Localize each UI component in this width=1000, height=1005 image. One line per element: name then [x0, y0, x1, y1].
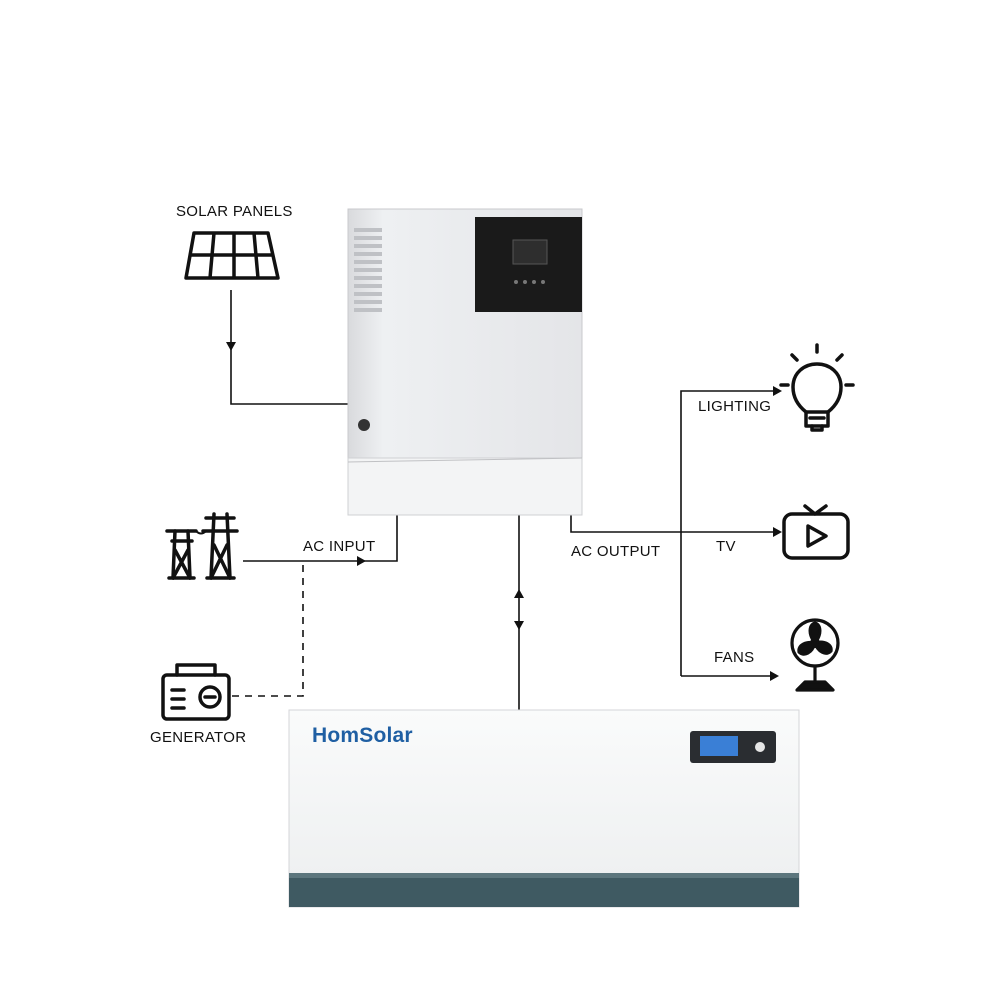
loads-bus-line: [680, 390, 775, 676]
lighting-arrow: [773, 386, 782, 396]
label-tv: TV: [716, 538, 736, 555]
inverter-vents: [354, 228, 382, 312]
solar-line: [230, 290, 348, 405]
battery-stripe: [289, 873, 799, 907]
ac-input-line: [243, 510, 398, 562]
battery-arrow-down: [514, 621, 524, 630]
battery-power-button: [755, 742, 765, 752]
tv-arrow: [773, 527, 782, 537]
battery-unit: [288, 709, 800, 908]
label-solar-panels: SOLAR PANELS: [176, 203, 293, 220]
label-ac-output: AC OUTPUT: [571, 543, 661, 560]
power-tower-icon: [165, 512, 239, 580]
generator-line: [232, 561, 304, 697]
inverter-lcd: [512, 239, 548, 265]
ac-input-arrow: [357, 556, 366, 566]
label-ac-input: AC INPUT: [303, 538, 376, 555]
inverter-switch: [358, 419, 370, 431]
fans-arrow: [770, 671, 779, 681]
fan-icon: [790, 618, 840, 692]
ac-output-line: [570, 500, 775, 533]
solar-arrow: [226, 342, 236, 351]
label-generator: GENERATOR: [150, 729, 247, 746]
label-lighting: LIGHTING: [698, 398, 772, 415]
battery-arrow-up: [514, 589, 524, 598]
solar-panel-icon: [184, 231, 280, 280]
battery-brand-logo: HomSolar: [312, 724, 413, 747]
tv-play-icon: [782, 504, 850, 560]
lightbulb-icon: [779, 343, 855, 432]
generator-icon: [161, 663, 231, 721]
battery-lcd: [700, 736, 738, 756]
inverter-unit: [347, 208, 583, 516]
label-fans: FANS: [714, 649, 755, 666]
connection-lines: [230, 290, 775, 710]
arrowheads: [226, 342, 782, 681]
